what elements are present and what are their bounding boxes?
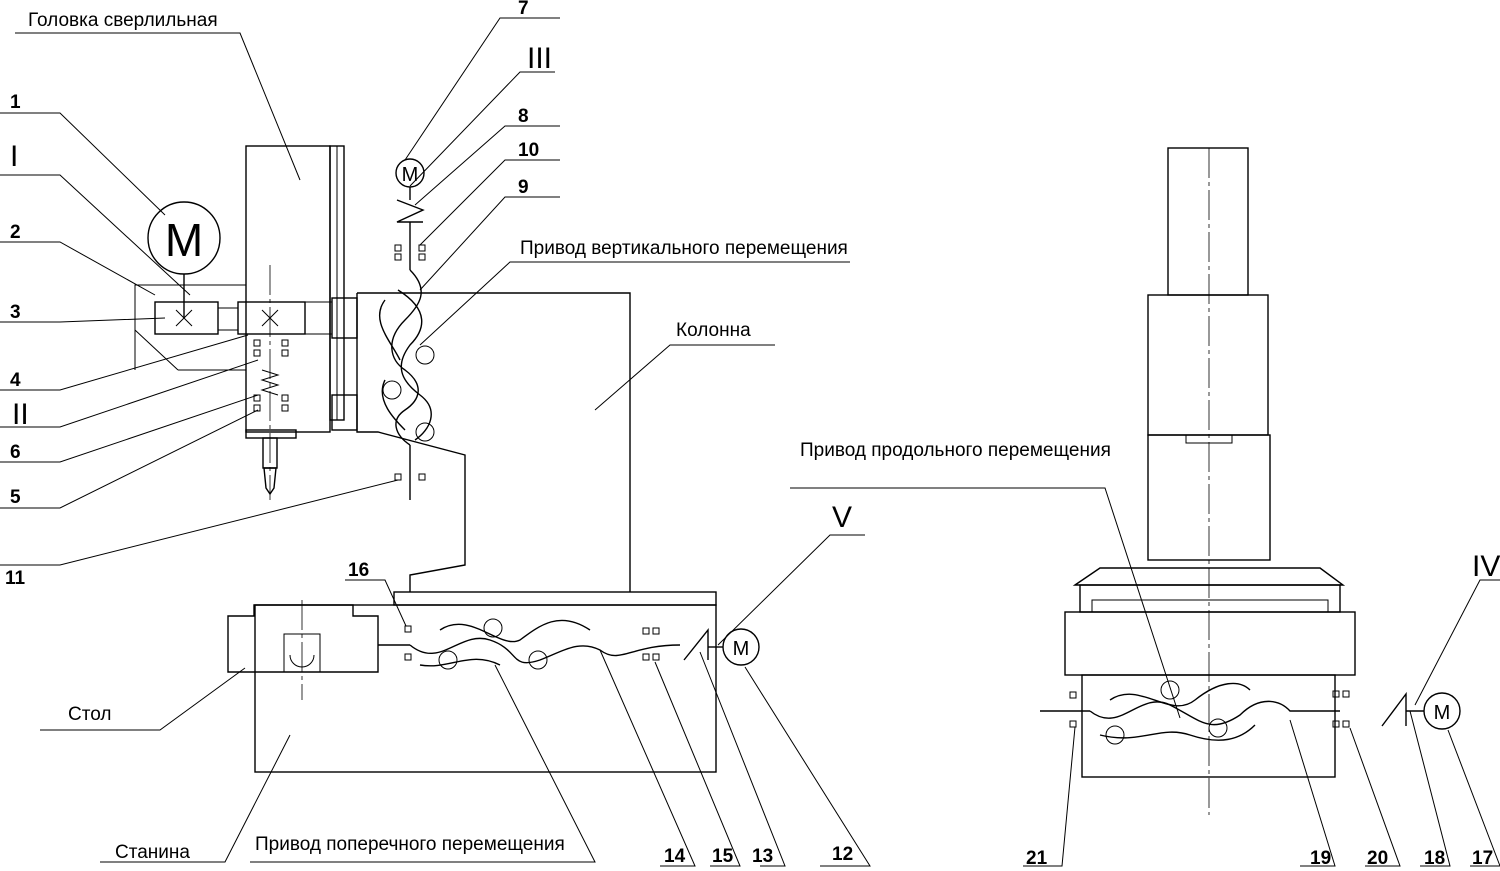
svg-text:M: M [165,214,203,266]
label-table: Стол [68,704,111,725]
svg-text:13: 13 [752,846,773,867]
svg-text:IV: IV [1472,550,1500,583]
label-vertical-drive: Привод вертикального перемещения [520,238,848,259]
labels: Головка сверлильная Привод вертикального… [5,0,1500,869]
svg-text:5: 5 [10,487,21,508]
svg-text:12: 12 [832,844,853,865]
main-motor: M [147,201,221,318]
longitudinal-drive: M [1040,680,1461,745]
svg-text:III: III [527,42,552,75]
cross-drive: M [378,618,760,670]
vertical-drive: M [378,158,435,500]
column [356,292,631,592]
table-left [227,600,379,700]
svg-text:8: 8 [518,106,529,127]
drill-head [245,145,358,433]
svg-text:M: M [1434,702,1451,724]
label-cross-drive: Привод поперечного перемещения [255,834,565,855]
gearbox [134,265,333,500]
label-bed: Станина [115,842,190,863]
bed-left [254,591,717,773]
svg-text:16: 16 [348,560,369,581]
svg-text:20: 20 [1367,848,1388,869]
svg-text:V: V [832,501,852,534]
spindle-bearings [253,339,289,412]
label-column: Колонна [676,320,751,341]
svg-text:3: 3 [10,302,21,323]
label-drill-head: Головка сверлильная [28,10,218,31]
svg-text:I: I [10,140,18,173]
svg-text:2: 2 [10,222,21,243]
svg-text:1: 1 [10,92,21,113]
svg-text:6: 6 [10,442,21,463]
svg-text:II: II [12,398,29,431]
svg-text:17: 17 [1472,848,1493,869]
svg-text:15: 15 [712,846,734,867]
svg-text:10: 10 [518,140,539,161]
svg-text:7: 7 [518,0,529,19]
svg-text:M: M [402,164,419,186]
svg-text:18: 18 [1424,848,1445,869]
svg-text:21: 21 [1026,848,1048,869]
side-view [1064,147,1356,815]
svg-text:19: 19 [1310,848,1331,869]
svg-text:14: 14 [664,846,686,867]
leaders [0,17,1500,867]
svg-text:M: M [733,638,750,660]
svg-text:9: 9 [518,177,529,198]
svg-text:4: 4 [10,370,21,391]
svg-text:11: 11 [5,568,26,589]
label-longitudinal-drive: Привод продольного перемещения [800,440,1111,461]
